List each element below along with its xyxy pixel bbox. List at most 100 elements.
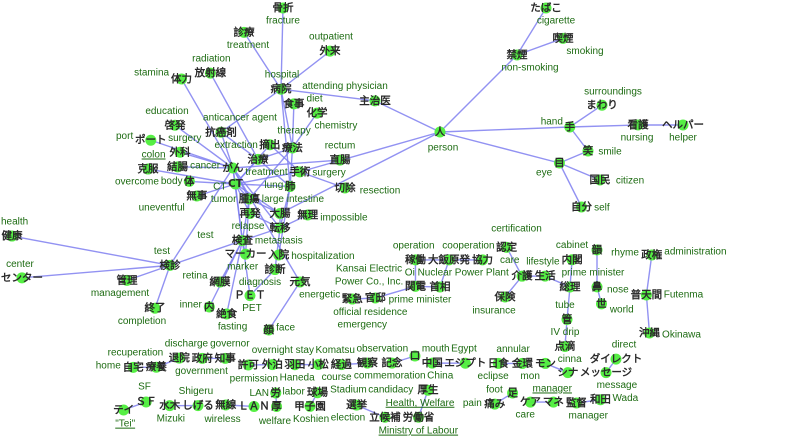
node-dot[interactable]	[516, 357, 528, 369]
node-dot[interactable]	[334, 154, 346, 166]
node-dot[interactable]	[594, 174, 606, 186]
node-dot[interactable]	[312, 359, 324, 371]
node-dot[interactable]	[492, 357, 504, 369]
node-dot[interactable]	[524, 396, 536, 408]
node-dot[interactable]	[302, 209, 314, 221]
node-dot[interactable]	[386, 357, 398, 369]
node-dot[interactable]	[507, 387, 519, 399]
node-dot[interactable]	[140, 396, 152, 408]
node-dot[interactable]	[236, 235, 248, 247]
node-dot[interactable]	[196, 352, 208, 364]
node-dot[interactable]	[511, 49, 523, 61]
node-dot[interactable]	[164, 259, 176, 271]
node-dot[interactable]	[203, 301, 215, 313]
node-dot[interactable]	[204, 67, 216, 79]
node-dot[interactable]	[286, 142, 298, 154]
node-dot[interactable]	[553, 157, 565, 169]
node-dot[interactable]	[243, 193, 255, 205]
node-dot[interactable]	[443, 254, 455, 266]
node-dot[interactable]	[596, 99, 608, 111]
node-dot[interactable]	[570, 397, 582, 409]
node-dot[interactable]	[312, 387, 324, 399]
node-dot[interactable]	[150, 361, 162, 373]
node-dot[interactable]	[192, 400, 204, 412]
node-dot[interactable]	[646, 249, 658, 261]
node-dot[interactable]	[273, 249, 285, 261]
node-dot[interactable]	[16, 272, 28, 284]
node-dot[interactable]	[640, 289, 652, 301]
node-dot[interactable]	[426, 357, 438, 369]
node-dot[interactable]	[221, 308, 233, 320]
node-dot[interactable]	[499, 291, 511, 303]
node-dot[interactable]	[227, 162, 239, 174]
node-dot[interactable]	[269, 264, 281, 276]
node-dot[interactable]	[164, 400, 176, 412]
node-dot[interactable]	[324, 45, 336, 57]
node-tei[interactable]: テイ"Tei"	[113, 404, 135, 430]
node-dot[interactable]	[176, 73, 188, 85]
node-dot[interactable]	[215, 126, 227, 138]
node-dot[interactable]	[557, 32, 569, 44]
node-dot[interactable]	[610, 353, 622, 365]
node-dot[interactable]	[304, 400, 316, 412]
node-dot[interactable]	[434, 281, 446, 293]
node-dot[interactable]	[244, 290, 256, 302]
node-dot[interactable]	[127, 361, 139, 373]
node-dot[interactable]	[361, 357, 373, 369]
